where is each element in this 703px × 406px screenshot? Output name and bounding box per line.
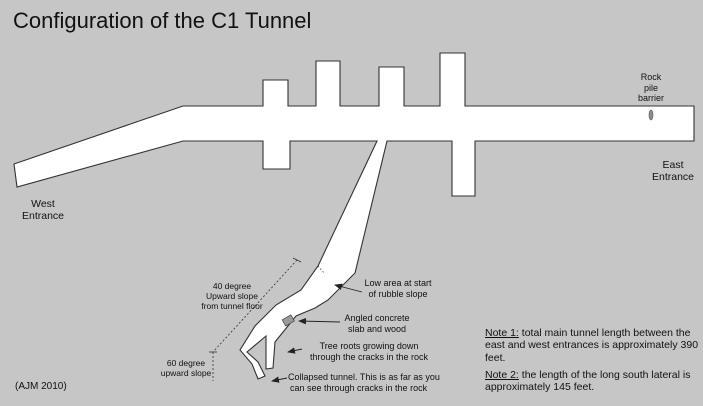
east-entrance-label: East Entrance <box>651 159 695 183</box>
note-1: Note 1: total main tunnel length between… <box>485 327 700 364</box>
roots-arrow <box>287 347 303 354</box>
angled-slab-mark <box>281 314 295 327</box>
note-1-heading: Note 1: <box>485 327 519 339</box>
collapsed-tunnel-label: Collapsed tunnel. This is as far as you … <box>288 372 440 393</box>
tree-roots-label: Tree roots growing down through the crac… <box>309 341 429 362</box>
note-2-heading: Note 2: <box>485 369 519 381</box>
note-2: Note 2: the length of the long south lat… <box>485 369 700 394</box>
low-area-label: Low area at start of rubble slope <box>364 278 432 299</box>
note-2-text: the length of the long south lateral is … <box>485 369 691 394</box>
low-area-arrow <box>334 283 363 293</box>
rock-pile-barrier-mark <box>648 109 654 121</box>
collapsed-arrow <box>271 376 288 383</box>
rock-pile-label: Rock pile barrier <box>637 72 664 103</box>
diagram-title: Configuration of the C1 Tunnel <box>13 8 312 33</box>
slope-40-measure <box>212 259 298 353</box>
main-tunnel-outline <box>13 52 695 380</box>
slope-40-tick-top <box>292 257 302 263</box>
slope-60-label: 60 degree upward slope <box>160 358 212 378</box>
angled-slab-label: Angled concrete slab and wood <box>344 313 410 334</box>
slope-40-label: 40 degree Upward slope from tunnel floor <box>201 281 263 311</box>
author-credit: (AJM 2010) <box>15 381 67 392</box>
note-1-text: total main tunnel length between the eas… <box>485 327 699 364</box>
slab-arrow <box>298 317 341 325</box>
west-entrance-label: West Entrance <box>21 198 65 222</box>
